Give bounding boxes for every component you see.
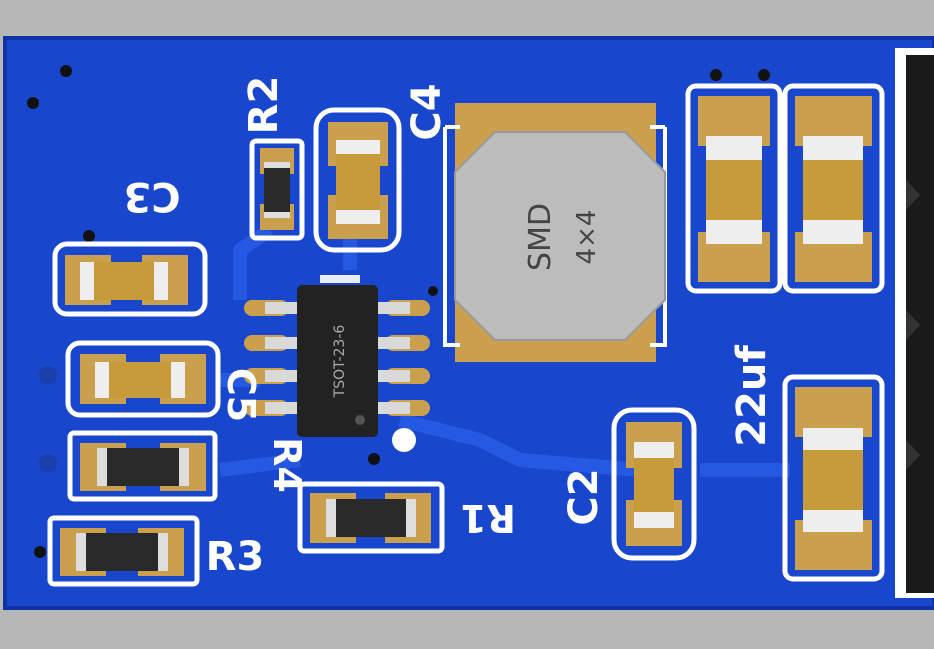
ic-tsot23-6: TSOT-23-6 xyxy=(244,285,430,437)
capacitor-upper-right xyxy=(782,83,885,294)
resistor-r3 xyxy=(47,515,200,587)
label-r3: R3 xyxy=(206,534,265,580)
header-connector xyxy=(895,48,934,598)
capacitor-c2 xyxy=(611,407,697,561)
ic-marking: TSOT-23-6 xyxy=(332,325,348,399)
resistor-r4 xyxy=(67,430,218,502)
label-22uf: 22uf xyxy=(729,345,775,447)
inductor-label-line2: 4×4 xyxy=(572,210,602,265)
ic-silkscreen xyxy=(320,275,360,283)
capacitor-c5 xyxy=(65,340,221,418)
resistor-r1 xyxy=(297,481,445,554)
label-c2: C2 xyxy=(561,468,607,525)
label-r1: R1 xyxy=(460,496,516,540)
inductor-label-line1: SMD xyxy=(523,203,558,271)
vias xyxy=(27,65,770,558)
capacitor-c3 xyxy=(52,241,208,317)
inductor-smd4x4: SMD 4×4 xyxy=(443,103,667,362)
label-c4: C4 xyxy=(404,83,450,140)
label-c3: C3 xyxy=(123,173,180,219)
label-c5: C5 xyxy=(219,368,263,422)
capacitor-22uf xyxy=(782,374,885,582)
label-r4: R4 xyxy=(265,437,309,493)
capacitor-upper-left xyxy=(685,83,783,294)
resistor-r2 xyxy=(249,138,305,241)
capacitor-c4 xyxy=(313,107,402,253)
label-r2: R2 xyxy=(241,76,287,135)
pcb-board-edge xyxy=(3,36,934,610)
copper-traces xyxy=(219,224,790,477)
